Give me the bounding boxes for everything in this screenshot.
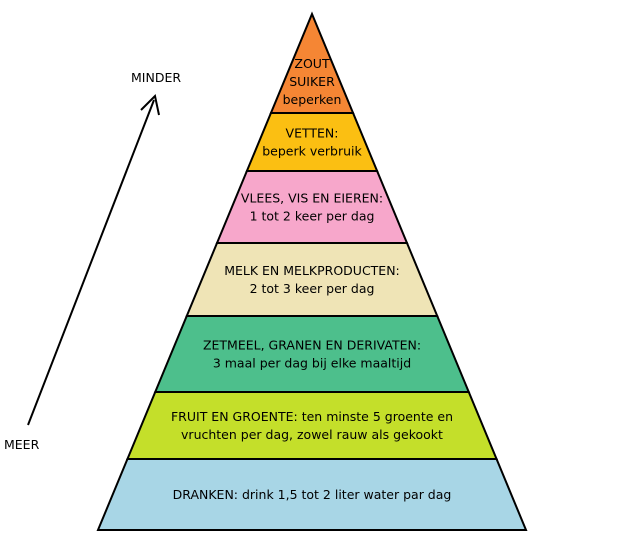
- pyramid-tier-1-label: SUIKER: [289, 74, 335, 89]
- pyramid-tier-3-label: 1 tot 2 keer per dag: [250, 209, 375, 224]
- pyramid-tier-1-label: ZOUT: [294, 56, 330, 71]
- pyramid-tier-6-label: FRUIT EN GROENTE: ten minste 5 groente e…: [171, 409, 453, 424]
- pyramid-tier-2-label: VETTEN:: [286, 126, 339, 141]
- pyramid-tier-4-label: MELK EN MELKPRODUCTEN:: [224, 263, 400, 278]
- meer-label: MEER: [4, 437, 40, 452]
- minder-label: MINDER: [131, 70, 181, 85]
- pyramid-tier-6: [125, 391, 499, 460]
- pyramid-tier-7-label: DRANKEN: drink 1,5 tot 2 liter water par…: [173, 487, 452, 502]
- arrow-shaft: [27, 99, 155, 426]
- pyramid-tier-4-label: 2 tot 3 keer per dag: [250, 281, 375, 296]
- pyramid-tier-3-label: VLEES, VIS EN EIEREN:: [241, 191, 383, 206]
- direction-arrow: [27, 93, 160, 426]
- pyramid-tier-2: [245, 112, 379, 172]
- pyramid-tier-5: [153, 315, 471, 393]
- pyramid-tier-5-label: ZETMEEL, GRANEN EN DERIVATEN:: [203, 338, 421, 353]
- pyramid-tier-6-label: vruchten per dag, zowel rauw als gekookt: [181, 427, 443, 442]
- pyramid-tier-3: [215, 170, 409, 244]
- arrow-head-icon: [140, 93, 160, 116]
- pyramid-tier-4: [185, 242, 439, 317]
- pyramid-tier-1-label: beperken: [283, 92, 342, 107]
- pyramid-tier-2-label: beperk verbruik: [262, 144, 362, 159]
- pyramid-tier-7: [96, 458, 528, 531]
- pyramid-tier-5-label: 3 maal per dag bij elke maaltijd: [213, 356, 411, 371]
